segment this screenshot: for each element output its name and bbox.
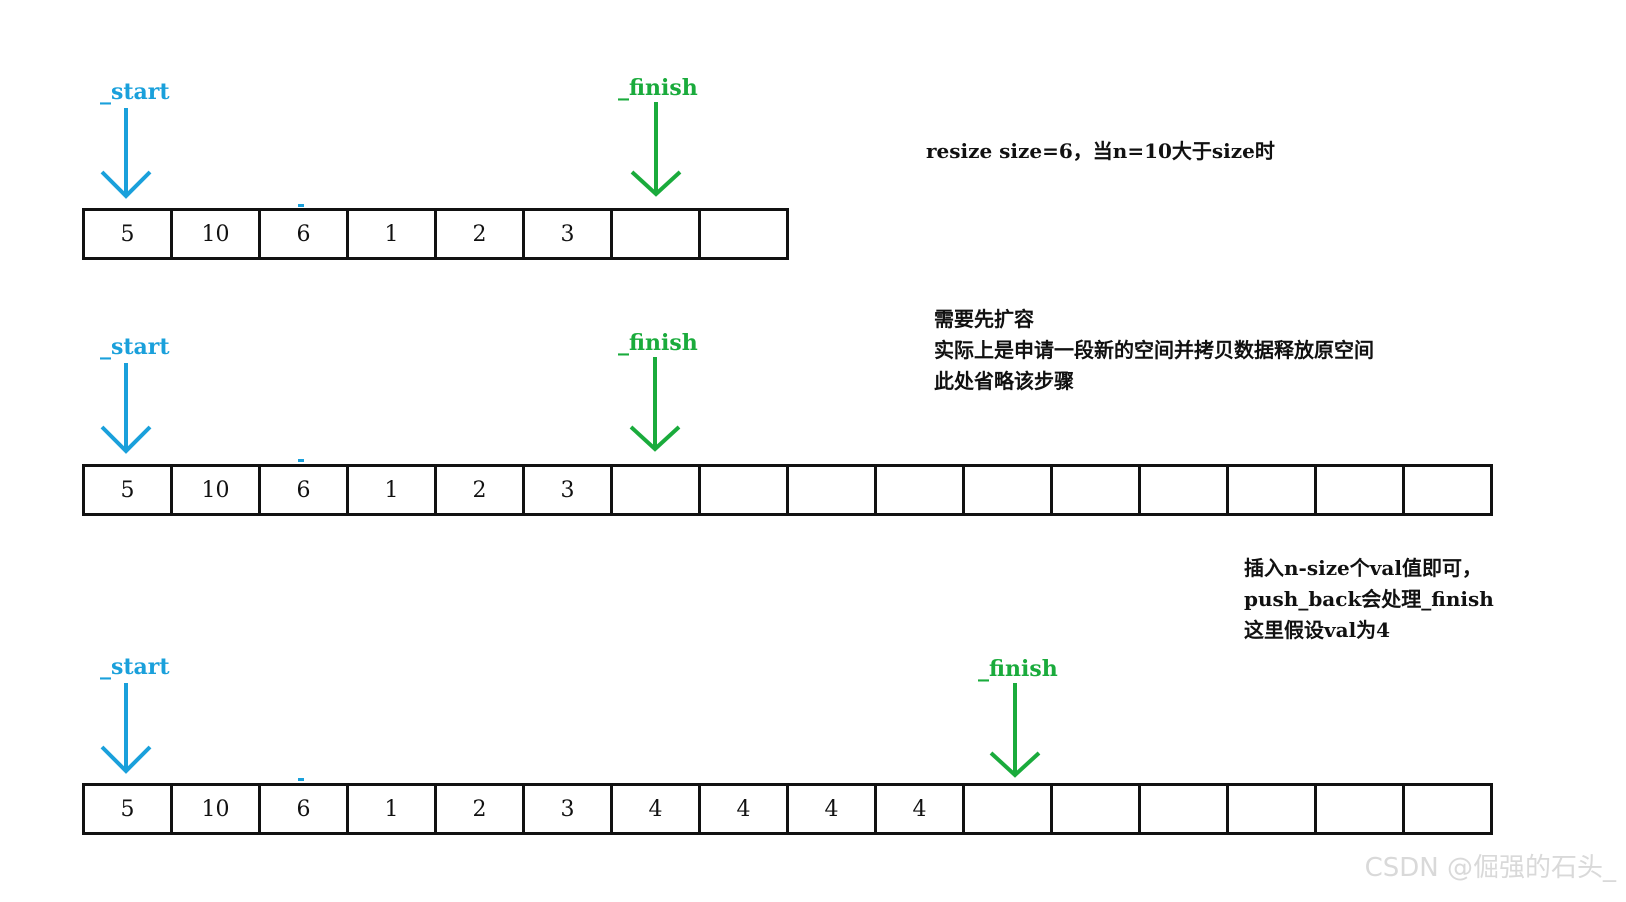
marker-tick-row3: [298, 778, 304, 781]
array-cell: [701, 211, 789, 257]
array-cell: [1405, 467, 1493, 513]
array-row-1: 5 10 6 1 2 3: [82, 208, 789, 260]
note-expand-capacity: 需要先扩容 实际上是申请一段新的空间并拷贝数据释放原空间 此处省略该步骤: [934, 304, 1374, 397]
finish-arrow-icon-row1: [630, 102, 682, 197]
array-cell: 3: [525, 786, 613, 832]
array-cell: [965, 467, 1053, 513]
array-cell: [1053, 786, 1141, 832]
note-line: 需要先扩容: [934, 307, 1034, 331]
array-cell: 6: [261, 211, 349, 257]
array-cell: [1405, 786, 1493, 832]
array-cell: 4: [613, 786, 701, 832]
array-cell: [877, 467, 965, 513]
array-cell: 6: [261, 786, 349, 832]
array-row-3: 5 10 6 1 2 3 4 4 4 4: [82, 783, 1493, 835]
note-line: 此处省略该步骤: [934, 369, 1074, 393]
watermark: CSDN @倔强的石头_: [1364, 853, 1616, 883]
array-cell: 3: [525, 211, 613, 257]
finish-label-row2: _finish: [618, 330, 698, 356]
array-cell: [1053, 467, 1141, 513]
array-cell: [1317, 786, 1405, 832]
note-line: resize size=6，当n=10大于size时: [926, 139, 1275, 163]
array-cell: 1: [349, 211, 437, 257]
start-label-row1: _start: [100, 79, 170, 105]
array-cell: 4: [701, 786, 789, 832]
array-cell: 5: [85, 786, 173, 832]
array-cell: 2: [437, 467, 525, 513]
array-cell: [701, 467, 789, 513]
array-cell: 5: [85, 211, 173, 257]
start-arrow-icon-row2: [100, 363, 152, 454]
array-cell: 2: [437, 211, 525, 257]
finish-label-row1: _finish: [618, 75, 698, 101]
array-cell: 3: [525, 467, 613, 513]
start-arrow-icon-row1: [100, 108, 152, 199]
finish-label-row3: _finish: [978, 656, 1058, 682]
marker-tick-row1: [298, 204, 304, 207]
note-line: 实际上是申请一段新的空间并拷贝数据释放原空间: [934, 338, 1374, 362]
array-row-2: 5 10 6 1 2 3: [82, 464, 1493, 516]
array-cell: [613, 467, 701, 513]
marker-tick-row2: [298, 459, 304, 462]
start-label-row2: _start: [100, 334, 170, 360]
finish-arrow-icon-row3: [989, 683, 1041, 778]
array-cell: [1229, 467, 1317, 513]
finish-arrow-icon-row2: [629, 357, 681, 452]
array-cell: 2: [437, 786, 525, 832]
array-cell: [789, 467, 877, 513]
array-cell: [1141, 786, 1229, 832]
array-cell: [1229, 786, 1317, 832]
array-cell: 4: [877, 786, 965, 832]
array-cell: 10: [173, 467, 261, 513]
note-line: push_back会处理_finish: [1244, 587, 1494, 611]
start-arrow-icon-row3: [100, 683, 152, 774]
array-cell: [965, 786, 1053, 832]
array-cell: 6: [261, 467, 349, 513]
array-cell: [613, 211, 701, 257]
array-cell: [1141, 467, 1229, 513]
note-line: 这里假设val为4: [1244, 618, 1391, 642]
note-resize-condition: resize size=6，当n=10大于size时: [926, 136, 1275, 167]
array-cell: [1317, 467, 1405, 513]
array-cell: 1: [349, 467, 437, 513]
array-cell: 10: [173, 211, 261, 257]
array-cell: 1: [349, 786, 437, 832]
note-line: 插入n-size个val值即可，: [1244, 556, 1482, 580]
start-label-row3: _start: [100, 654, 170, 680]
array-cell: 10: [173, 786, 261, 832]
array-cell: 4: [789, 786, 877, 832]
note-insert-values: 插入n-size个val值即可， push_back会处理_finish 这里假…: [1244, 553, 1494, 646]
array-cell: 5: [85, 467, 173, 513]
